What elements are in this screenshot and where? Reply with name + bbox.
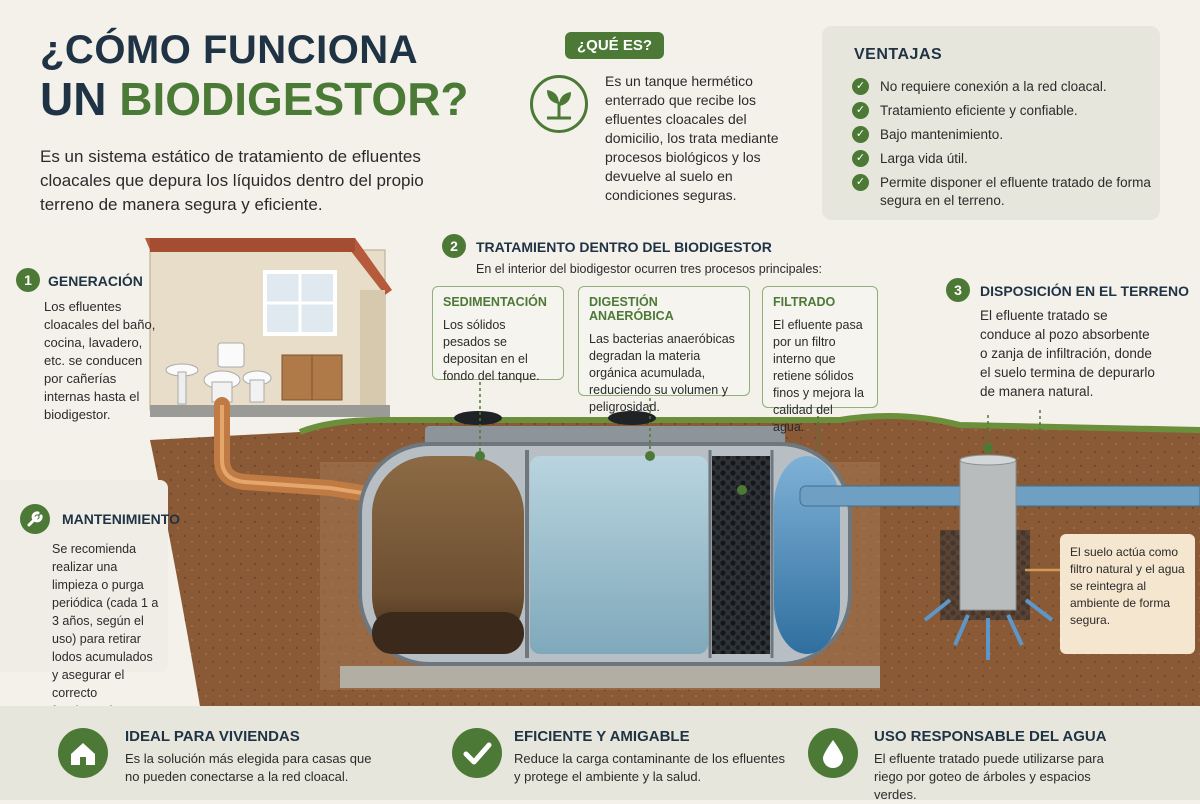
list-item: ✓ Tratamiento eficiente y confiable. <box>852 102 1152 120</box>
benefit-title: EFICIENTE Y AMIGABLE <box>514 728 690 745</box>
title-word-un: UN <box>40 73 107 125</box>
process-text: El efluente pasa por un filtro interno q… <box>773 318 865 434</box>
process-title: DIGESTIÓN ANAERÓBICA <box>589 295 674 323</box>
title-word-biodigestor: BIODIGESTOR? <box>119 73 469 125</box>
leaf-icon <box>530 75 588 133</box>
absorbent-well <box>923 454 1054 660</box>
benefit-text: Reduce la carga contaminante de los eflu… <box>514 751 786 784</box>
mantenimiento-text: Se recomienda realizar una limpieza o pu… <box>52 542 159 718</box>
disposicion-text: El efluente tratado se conduce al pozo a… <box>980 308 1155 399</box>
list-item-text: No requiere conexión a la red cloacal. <box>880 79 1107 94</box>
house <box>145 238 463 533</box>
bottom-benefits-strip: IDEAL PARA VIVIENDAS Es la solución más … <box>0 706 1200 802</box>
leader-lines <box>479 382 1041 455</box>
ventajas-list: ✓No requiere conexión a la red cloacal. … <box>852 78 1152 216</box>
generacion-title: GENERACIÓN <box>48 273 143 289</box>
soil-note: El suelo actúa como filtro natural y el … <box>1060 534 1195 654</box>
wrench-icon <box>20 504 50 534</box>
process-title: SEDIMENTACIÓN <box>443 295 547 309</box>
tratamiento-subtitle: En el interior del biodigestor ocurren t… <box>476 262 823 276</box>
house-icon <box>58 728 108 778</box>
check-icon: ✓ <box>852 174 869 191</box>
water-drop-icon <box>808 728 858 778</box>
process-box-digestion: DIGESTIÓN ANAERÓBICA Las bacterias anaer… <box>578 286 750 414</box>
process-text: Las bacterias anaeróbicas degradan la ma… <box>589 332 735 414</box>
process-title: FILTRADO <box>773 295 836 309</box>
benefit-text: Es la solución más elegida para casas qu… <box>125 751 372 784</box>
soil-note-text: El suelo actúa como filtro natural y el … <box>1070 545 1185 627</box>
leader-dots <box>475 443 993 495</box>
page-title-line1: ¿CÓMO FUNCIONA <box>40 28 419 72</box>
check-icon: ✓ <box>852 150 869 167</box>
list-item: ✓ Permite disponer el efluente tratado de… <box>852 174 1152 210</box>
benefit-title: USO RESPONSABLE DEL AGUA <box>874 728 1107 745</box>
que-es-text: Es un tanque hermético enterrado que rec… <box>605 73 779 203</box>
process-box-filtrado: FILTRADO El efluente pasa por un filtro … <box>762 286 878 434</box>
list-item: ✓ Larga vida útil. <box>852 150 1152 168</box>
outlet-pipe <box>799 485 1200 507</box>
check-icon: ✓ <box>852 78 869 95</box>
ventajas-title: VENTAJAS <box>854 46 943 63</box>
step-number-1: 1 <box>16 268 40 292</box>
check-icon: ✓ <box>852 102 869 119</box>
disposicion-title: DISPOSICIÓN EN EL TERRENO <box>980 283 1189 299</box>
biodigestor-tank <box>358 411 852 666</box>
step-number-2: 2 <box>442 234 466 258</box>
tratamiento-title: TRATAMIENTO DENTRO DEL BIODIGESTOR <box>476 239 772 255</box>
step-number-3: 3 <box>946 278 970 302</box>
list-item-text: Bajo mantenimiento. <box>880 127 1004 142</box>
process-box-sedimentacion: SEDIMENTACIÓN Los sólidos pesados se dep… <box>432 286 564 383</box>
check-icon: ✓ <box>852 126 869 143</box>
checkmark-icon <box>452 728 502 778</box>
benefit-text: El efluente tratado puede utilizarse par… <box>874 751 1104 802</box>
list-item-text: Permite disponer el efluente tratado de … <box>880 175 1151 208</box>
list-item-text: Tratamiento eficiente y confiable. <box>880 103 1078 118</box>
que-es-badge: ¿QUÉ ES? <box>565 32 665 59</box>
page-title-line2: UN BIODIGESTOR? <box>40 72 469 126</box>
list-item: ✓ Bajo mantenimiento. <box>852 126 1152 144</box>
list-item: ✓ No requiere conexión a la red cloacal. <box>852 78 1152 96</box>
mantenimiento-title: MANTENIMIENTO <box>62 511 180 527</box>
list-item-text: Larga vida útil. <box>880 151 968 166</box>
intro-text: Es un sistema estático de tratamiento de… <box>40 147 424 214</box>
generacion-text: Los efluentes cloacales del baño, cocina… <box>44 299 156 422</box>
benefit-title: IDEAL PARA VIVIENDAS <box>125 728 300 745</box>
ventajas-panel: VENTAJAS ✓ No requiere conexión a la red … <box>822 26 1160 220</box>
mantenimiento-panel: MANTENIMIENTO Se recomienda realizar una… <box>0 480 180 718</box>
process-text: Los sólidos pesados se depositan en el f… <box>443 318 540 383</box>
